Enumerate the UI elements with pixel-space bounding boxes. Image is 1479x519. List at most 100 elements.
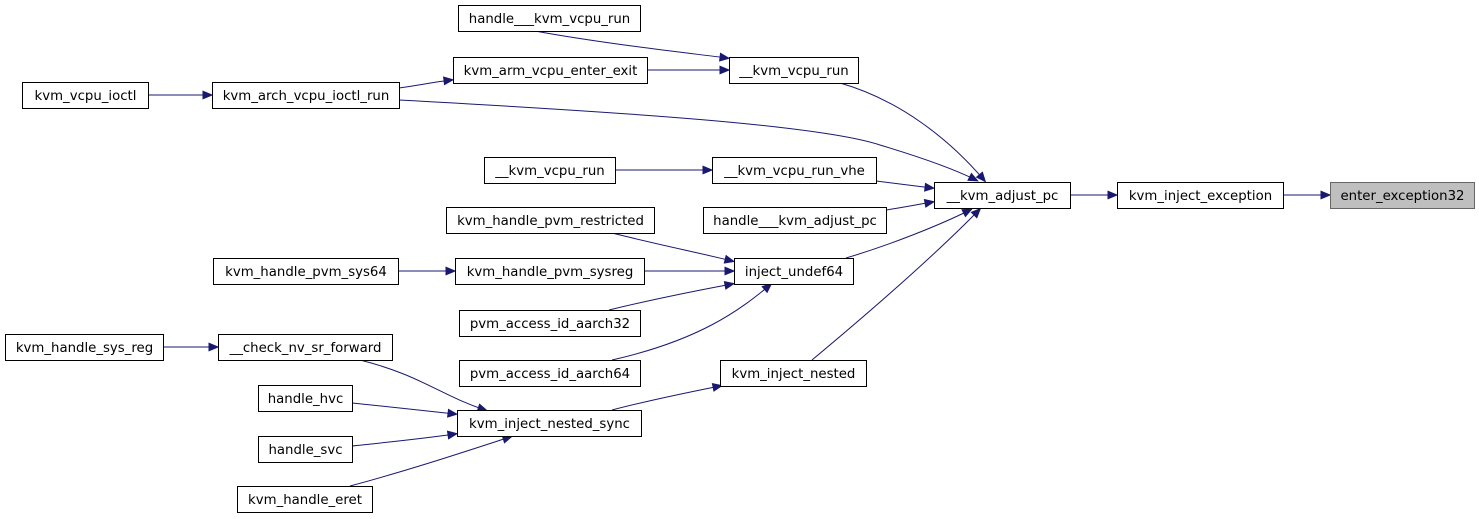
node-kvm-handle-pvm-restricted[interactable]: kvm_handle_pvm_restricted	[446, 207, 655, 234]
node-kvm-vcpu-run-vhe[interactable]: __kvm_vcpu_run_vhe	[712, 157, 877, 184]
node-kvm-inject-nested-sync[interactable]: kvm_inject_nested_sync	[457, 410, 642, 437]
edge-kvm_handle_pvm_restricted-to-inject_undef64	[611, 232, 736, 264]
node-box	[5, 334, 164, 361]
node-box	[484, 157, 616, 184]
node-box	[453, 57, 648, 84]
edge-line	[611, 385, 721, 411]
edge-kvm_inject_nested_sync-to-kvm_inject_nested	[611, 382, 724, 411]
node-kvm-handle-pvm-sys64[interactable]: kvm_handle_pvm_sys64	[213, 258, 399, 285]
edge-line	[398, 79, 452, 89]
node-pvm-access-id-aarch64[interactable]: pvm_access_id_aarch64	[459, 360, 641, 387]
node-box	[720, 360, 867, 387]
edge-line	[611, 284, 771, 361]
node-label: inject_undef64	[745, 265, 843, 280]
edge-kvm_inject_exception-to-enter_exception32	[1283, 190, 1332, 200]
edge-handle_svc-to-kvm_inject_nested_sync	[351, 430, 459, 447]
node-kvm-arch-vcpu-ioctl-run[interactable]: kvm_arch_vcpu_ioctl_run	[212, 82, 400, 109]
arrow-head	[445, 266, 457, 276]
node-box	[455, 258, 645, 285]
edge-line	[839, 82, 985, 181]
arrow-head	[961, 208, 973, 218]
arrow-head	[443, 76, 455, 86]
arrow-head	[761, 282, 773, 294]
edge-pvm_access_id_aarch32-to-inject_undef64	[608, 280, 736, 311]
node-box	[258, 436, 353, 463]
node-box	[457, 410, 642, 437]
node-box	[459, 360, 641, 387]
edge-handle___kvm_adjust_pc-to-__kvm_adjust_pc	[885, 198, 936, 211]
edge-handle___kvm_vcpu_run-to-__kvm_vcpu_run	[534, 30, 731, 62]
node-label: __kvm_vcpu_run	[738, 64, 849, 79]
arrow-head	[446, 430, 459, 440]
node-kvm-vcpu-ioctl[interactable]: kvm_vcpu_ioctl	[22, 82, 149, 109]
node-box	[212, 82, 400, 109]
node-label: kvm_handle_pvm_sys64	[225, 265, 387, 280]
node-kvm-handle-pvm-sysreg[interactable]: kvm_handle_pvm_sysreg	[455, 258, 645, 285]
node-box	[258, 385, 353, 412]
node-kvm-vcpu-run[interactable]: __kvm_vcpu_run	[729, 57, 859, 84]
arrow-head	[1107, 190, 1119, 200]
edge-__kvm_vcpu_run-to-__kvm_adjust_pc	[839, 82, 987, 183]
edge-line	[611, 232, 733, 262]
arrow-head	[719, 65, 731, 75]
node-box	[459, 310, 641, 337]
node-label: handle___kvm_vcpu_run	[469, 12, 630, 27]
edge-line	[608, 283, 733, 311]
arrow-head	[723, 280, 736, 290]
node-kvm-adjust-pc[interactable]: __kvm_adjust_pc	[934, 182, 1071, 209]
node-handle-hvc[interactable]: handle_hvc	[258, 385, 353, 412]
edge-kvm_handle_pvm_sys64-to-kvm_handle_pvm_sysreg	[397, 266, 457, 276]
arrow-head	[975, 171, 987, 183]
node-box	[218, 334, 393, 361]
node-label: kvm_inject_exception	[1129, 189, 1272, 204]
arrow-head	[447, 408, 459, 418]
edge-line	[351, 433, 456, 447]
edge-__kvm_adjust_pc-to-kvm_inject_exception	[1070, 190, 1119, 200]
node-box	[22, 82, 149, 109]
node-pvm-access-id-aarch32[interactable]: pvm_access_id_aarch32	[459, 310, 641, 337]
node-handle-kvm-vcpu-run[interactable]: handle___kvm_vcpu_run	[458, 5, 641, 32]
node-label: kvm_handle_pvm_sysreg	[467, 265, 634, 280]
node-label: kvm_handle_eret	[248, 493, 362, 508]
nodes-layer: enter_exception32 kvm_inject_exception __k…	[5, 5, 1475, 513]
edge-line	[534, 30, 728, 59]
node-box	[446, 207, 655, 234]
edge-handle_hvc-to-kvm_inject_nested_sync	[351, 402, 459, 418]
node-label: __kvm_vcpu_run	[494, 164, 605, 179]
node-label: __kvm_vcpu_run_vhe	[723, 164, 865, 179]
arrow-head	[711, 382, 724, 392]
node-label: kvm_arch_vcpu_ioctl_run	[223, 89, 390, 104]
node-check-nv-sr-forward[interactable]: __check_nv_sr_forward	[218, 334, 393, 361]
edge-__kvm_vcpu_run_2-to-__kvm_vcpu_run_vhe	[615, 165, 714, 175]
node-enter-exception32: enter_exception32	[1330, 182, 1475, 209]
edge-kvm_handle_pvm_sysreg-to-inject_undef64	[643, 266, 736, 276]
edge-line	[811, 209, 980, 361]
node-box	[458, 5, 641, 32]
node-kvm-arm-vcpu-enter-exit[interactable]: kvm_arm_vcpu_enter_exit	[453, 57, 648, 84]
node-inject-undef64[interactable]: inject_undef64	[734, 258, 854, 285]
node-kvm-vcpu-run-2[interactable]: __kvm_vcpu_run	[484, 157, 616, 184]
edge-__kvm_vcpu_run_vhe-to-__kvm_adjust_pc	[875, 180, 936, 192]
edge-inject_undef64-to-__kvm_adjust_pc	[845, 208, 973, 259]
node-handle-svc[interactable]: handle_svc	[258, 436, 353, 463]
node-label: handle_hvc	[268, 392, 344, 407]
edges-layer	[147, 30, 1332, 487]
edge-line	[351, 402, 456, 415]
edge-line	[398, 99, 977, 181]
node-label: handle___kvm_adjust_pc	[713, 214, 877, 229]
arrow-head	[970, 207, 982, 219]
node-label: pvm_access_id_aarch32	[470, 317, 630, 332]
node-kvm-handle-eret[interactable]: kvm_handle_eret	[237, 486, 373, 513]
node-label: kvm_handle_pvm_restricted	[457, 214, 644, 229]
node-handle-kvm-adjust-pc[interactable]: handle___kvm_adjust_pc	[703, 207, 887, 234]
arrow-head	[1320, 190, 1332, 200]
edge-line	[845, 209, 971, 259]
edge-kvm_arch_vcpu_ioctl_run-to-kvm_arm_vcpu_enter_exit	[398, 76, 455, 89]
arrow-head	[702, 165, 714, 175]
node-kvm-inject-nested[interactable]: kvm_inject_nested	[720, 360, 867, 387]
node-kvm-inject-exception[interactable]: kvm_inject_exception	[1117, 182, 1284, 209]
node-label: kvm_inject_nested	[732, 367, 856, 382]
node-kvm-handle-sys-reg[interactable]: kvm_handle_sys_reg	[5, 334, 164, 361]
edge-kvm_inject_nested-to-__kvm_adjust_pc	[811, 207, 982, 361]
